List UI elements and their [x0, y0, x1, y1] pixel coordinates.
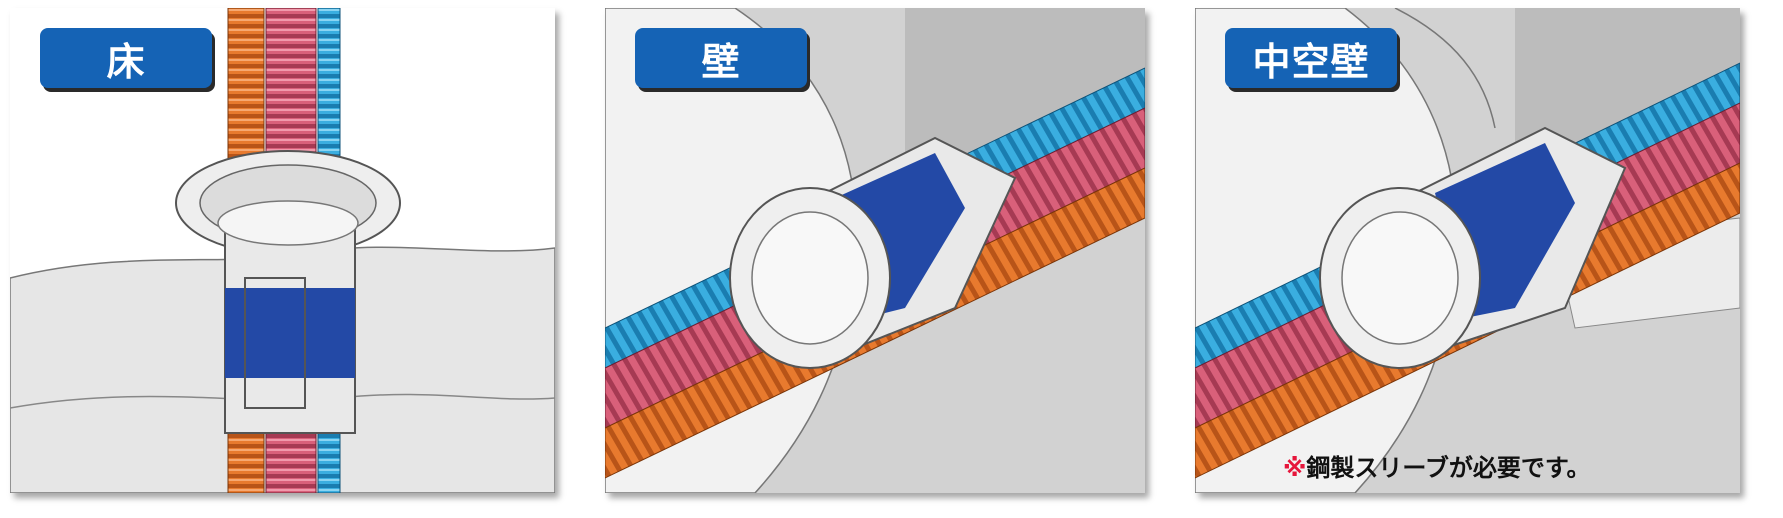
hollow-wall-illustration: [1195, 8, 1740, 493]
hollow-wall-label: 中空壁: [1225, 28, 1397, 88]
floor-label: 床: [40, 28, 212, 88]
wall-illustration: [605, 8, 1145, 493]
note-mark: ※: [1283, 454, 1307, 482]
floor-panel: 床: [10, 8, 555, 493]
sleeve-band: [225, 288, 355, 378]
floor-illustration: [10, 8, 555, 493]
note-text: 鋼製スリーブが必要です。: [1306, 454, 1591, 482]
hollow-wall-panel: 中空壁 ※鋼製スリーブが必要です。: [1195, 8, 1740, 493]
wall-label: 壁: [635, 28, 807, 88]
wall-panel: 壁: [605, 8, 1145, 493]
steel-sleeve-note: ※鋼製スリーブが必要です。: [1283, 448, 1591, 483]
